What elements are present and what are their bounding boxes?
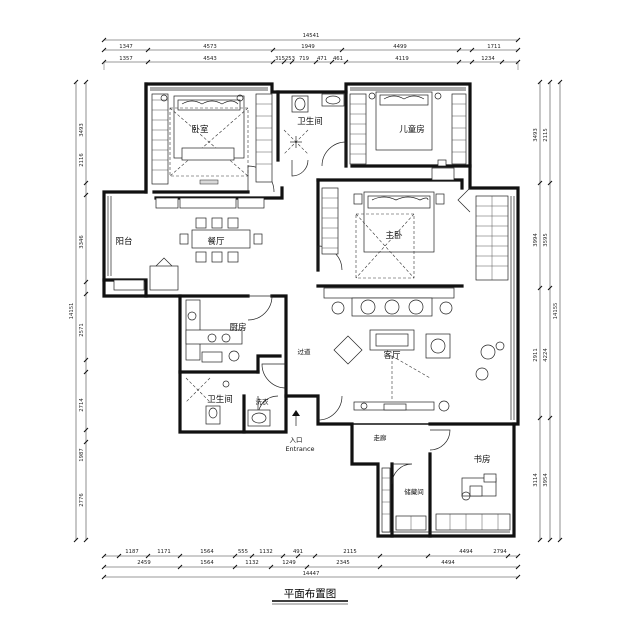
left-dimension-chain: 14151 3493 2116 3346 2571 2714 1987 2776 [69, 79, 89, 543]
right-dim: 2911 [533, 348, 539, 361]
bottom-dim: 2115 [343, 549, 356, 555]
left-dim: 2776 [79, 493, 85, 507]
right-dimension-chain: 14155 2115 3595 4224 3954 3493 3994 2911… [533, 79, 563, 543]
label-master-bedroom: 主卧 [385, 230, 403, 241]
label-laundry: 洗衣 [256, 397, 270, 406]
bedroom-1-furniture [151, 93, 273, 185]
label-balcony: 阳台 [115, 236, 132, 247]
top-dim: 4573 [203, 44, 216, 50]
bottom-dim: 555 [238, 549, 248, 555]
bottom-dim: 2459 [137, 560, 150, 566]
bottom-dim: 491 [293, 549, 303, 555]
bathroom-2-fixtures [185, 377, 271, 427]
label-entrance: 入口 [290, 436, 303, 444]
bottom-dim: 2794 [493, 549, 507, 555]
bottom-dim: 4494 [459, 549, 473, 555]
top-dim: 1234 [481, 56, 495, 62]
drawing-title: 平面布置图 [284, 588, 337, 600]
storage-shelves [381, 467, 427, 533]
right-dim: 4224 [543, 348, 549, 362]
top-dim: 471 [317, 56, 327, 62]
bedroom-2-furniture [349, 91, 467, 181]
bathroom-1-fixtures [283, 93, 345, 155]
entrance-arrow [292, 410, 300, 426]
top-dim: 1711 [487, 44, 500, 50]
top-dim: 1347 [119, 44, 132, 50]
living-room-furniture [331, 297, 505, 412]
bottom-dim: 1249 [282, 560, 295, 566]
left-dim: 2571 [79, 323, 85, 336]
left-dim: 3493 [79, 123, 85, 136]
balcony-furniture [113, 257, 179, 291]
bottom-dim: 2345 [336, 560, 349, 566]
label-bathroom-1: 卫生间 [297, 116, 323, 127]
right-dim: 2115 [543, 128, 549, 141]
right-dim: 3114 [533, 473, 539, 487]
top-total-dim: 14541 [303, 33, 320, 39]
label-storage: 储藏间 [404, 487, 424, 496]
left-dim: 1987 [79, 448, 85, 461]
right-dim: 3954 [543, 473, 549, 487]
top-dim: 4499 [393, 44, 406, 50]
label-living: 客厅 [383, 350, 401, 361]
left-dim: 3346 [79, 235, 85, 249]
label-study: 书房 [473, 454, 490, 465]
left-dim: 2116 [79, 153, 85, 167]
top-dim: 4543 [203, 56, 216, 62]
left-dim: 2714 [79, 398, 85, 412]
top-dim: 315 [275, 56, 285, 62]
right-dim: 3595 [543, 233, 549, 246]
right-dim: 3994 [533, 233, 539, 247]
dining-furniture [155, 197, 265, 263]
label-dining: 餐厅 [207, 237, 225, 247]
label-bathroom-2: 卫生间 [207, 394, 233, 405]
top-dim: 1949 [301, 44, 314, 50]
top-dim: 1357 [119, 56, 132, 62]
master-bedroom-furniture [321, 187, 509, 299]
bottom-dim: 1564 [200, 560, 214, 566]
bottom-dim: 4494 [441, 560, 455, 566]
kitchen-fixtures [185, 299, 243, 363]
left-total-dim: 14151 [69, 303, 75, 320]
right-total-dim: 14155 [553, 303, 559, 320]
label-bedroom-2: 儿童房 [399, 124, 425, 135]
drawing-title-block: 平面布置图 [272, 588, 348, 605]
top-dim: 461 [333, 56, 343, 62]
bottom-dim: 1132 [245, 560, 258, 566]
bottom-dim: 1564 [200, 549, 214, 555]
top-dim: 4119 [395, 56, 408, 62]
bottom-dim: 1132 [259, 549, 272, 555]
bottom-dimension-chain: 1187 1171 1564 555 1132 491 2115 4494 27… [101, 549, 521, 580]
bottom-dim: 1187 [125, 549, 138, 555]
label-entrance-en: Entrance [285, 445, 314, 453]
bottom-total-dim: 14447 [303, 571, 320, 577]
top-dimension-chain: 14541 1347 4573 1949 4499 1711 1357 4543… [101, 33, 521, 70]
right-dim: 3493 [533, 128, 539, 141]
label-corridor: 过道 [298, 347, 312, 356]
bottom-dim: 1171 [157, 549, 170, 555]
label-kitchen: 厨房 [229, 322, 246, 333]
label-aisle: 走廊 [374, 433, 388, 442]
room-labels: 卧室 卫生间 儿童房 阳台 餐厅 主卧 厨房 过道 客厅 卫生间 洗衣 入口 E… [115, 116, 490, 496]
windows [107, 87, 515, 533]
top-dim: 719 [299, 56, 309, 62]
study-furniture [435, 473, 511, 531]
label-bedroom-1: 卧室 [191, 124, 209, 135]
top-dim: 253 [285, 56, 295, 62]
